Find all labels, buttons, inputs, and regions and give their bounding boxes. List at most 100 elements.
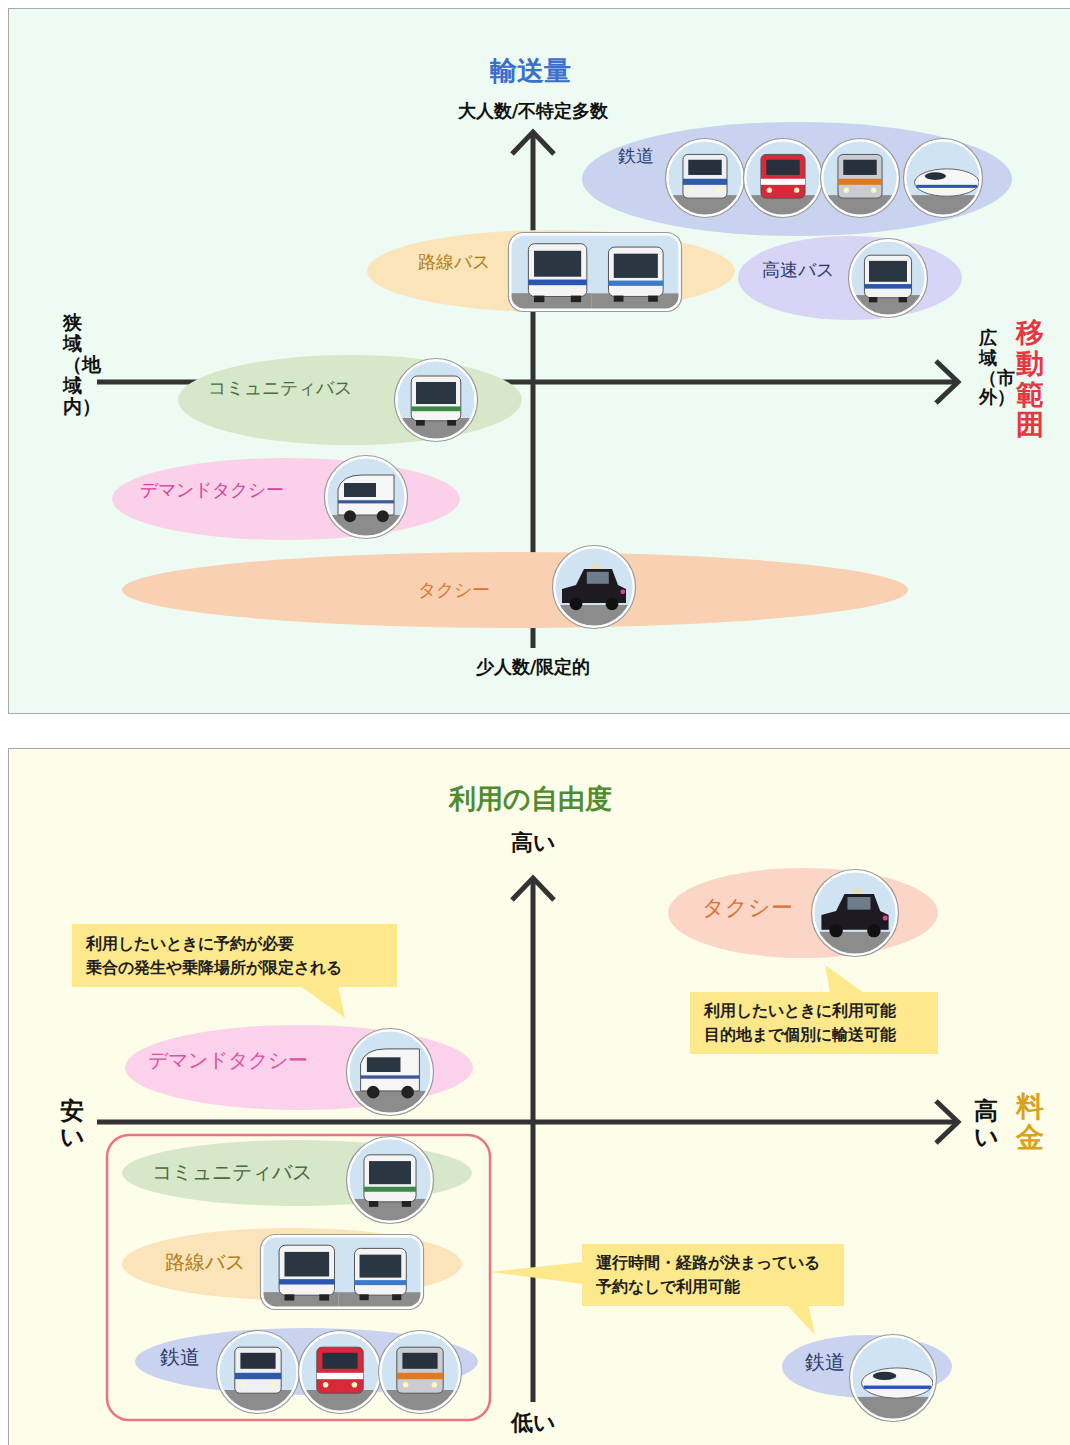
photo-part [905, 195, 981, 233]
photo-part [338, 475, 394, 515]
photo-group [217, 1331, 462, 1431]
ellipse-label: コミュニティバス [152, 1160, 312, 1184]
ellipse-outline [122, 552, 908, 628]
photo-part [392, 1294, 401, 1300]
axis-label: 料金 [1016, 1092, 1044, 1154]
photo-part [864, 1386, 931, 1389]
photo-part [344, 483, 376, 497]
photo-part [411, 406, 461, 411]
axis-arrowhead [512, 132, 554, 154]
photo-frame [666, 139, 745, 218]
photo-frame [813, 871, 897, 955]
vehicle-photo [666, 139, 745, 234]
photo-part [367, 1057, 401, 1072]
vehicle-ellipse: デマンドタクシー [112, 458, 460, 540]
photo-part [377, 510, 389, 522]
photo-part [360, 1294, 369, 1300]
ellipse-label: 鉄道 [805, 1350, 845, 1374]
photo-group [666, 139, 983, 234]
photo-part [925, 172, 946, 180]
vehicle-photo [299, 1331, 382, 1431]
vehicle-photo [217, 1331, 300, 1431]
photo-frame [326, 457, 406, 537]
photo-part [352, 1382, 358, 1388]
photo-frame [850, 240, 926, 316]
callout-text: 運行時間・経路が決まっている 予約なしで利用可能 [596, 1251, 830, 1299]
ellipse-fill [668, 868, 938, 958]
photo-frame [325, 456, 408, 539]
callout-fill [72, 924, 397, 987]
ellipse-label: デマンドタクシー [148, 1048, 308, 1072]
photo-part [235, 1347, 281, 1393]
photo-part [284, 1294, 294, 1300]
panel-ground [9, 749, 1070, 1445]
axis-label: 広域（市外） [979, 328, 997, 407]
photo-part [319, 1294, 329, 1300]
photo-part [608, 281, 663, 286]
photo-frame [822, 140, 898, 216]
photo-part [915, 169, 980, 196]
photo-part [528, 280, 586, 286]
photo-part [847, 897, 870, 910]
photo-part [360, 1255, 402, 1278]
callout-text: 利用したいときに予約が必要 乗合の発生や乗降場所が限定される [86, 932, 383, 980]
photo-frame [744, 139, 823, 218]
photo-group [325, 456, 408, 556]
photo-part [829, 924, 842, 937]
axis-line [97, 1120, 957, 1125]
photo-scene [348, 1030, 432, 1133]
photo-frame [347, 1029, 434, 1116]
ellipse-label: タクシー [418, 579, 490, 601]
callout-tail [490, 1262, 583, 1284]
photo-part [606, 597, 619, 610]
photo-frame [553, 546, 636, 629]
photo-part [317, 1373, 363, 1379]
photo-part [822, 195, 898, 233]
photo-part [361, 1075, 420, 1078]
photo-part [279, 1245, 334, 1295]
photo-part [447, 420, 456, 426]
photo-frame [396, 360, 476, 440]
photo-part [397, 1347, 443, 1393]
photo-frame [812, 870, 899, 957]
ellipse-label: 鉄道 [618, 145, 654, 167]
photo-frame [667, 140, 743, 216]
photo-part [620, 589, 625, 594]
photo-part [683, 154, 727, 198]
vehicle-photo [744, 139, 823, 234]
axis-label: 安い [60, 1098, 84, 1151]
ellipse-label: 路線バス [418, 251, 490, 273]
ellipse-outline [178, 355, 522, 445]
photo-part [767, 188, 772, 193]
photo-frame [821, 139, 900, 218]
photo-group [347, 1029, 434, 1133]
photo-part [534, 296, 544, 303]
ellipse-label: 鉄道 [160, 1345, 200, 1369]
photo-part [916, 185, 977, 188]
photo-part [364, 1187, 416, 1192]
vehicle-photo [261, 1227, 424, 1336]
photo-part [683, 179, 727, 185]
photo-frame [347, 1137, 434, 1224]
photo-part [348, 1091, 432, 1133]
photo-part [402, 1201, 411, 1207]
photo-frame [262, 1236, 422, 1308]
photo-group [347, 1137, 434, 1241]
photo-part [716, 188, 721, 193]
vehicle-ellipse: タクシー [122, 552, 908, 628]
photo-part [850, 295, 926, 333]
photo-group [850, 1335, 937, 1439]
photo-scene [262, 1236, 422, 1308]
photo-part [416, 382, 456, 404]
vehicle-ellipse: 鉄道 [582, 122, 1012, 236]
photo-part [864, 284, 911, 289]
photo-part [300, 1390, 380, 1430]
photo-frame [849, 239, 928, 318]
ellipse-fill [178, 355, 522, 445]
ellipse-label: 路線バス [165, 1250, 245, 1274]
photo-frame [348, 1030, 432, 1114]
callout-fill [582, 1244, 844, 1306]
photo-scene [667, 140, 743, 233]
callout-box: 運行時間・経路が決まっている 予約なしで利用可能 [582, 1244, 844, 1306]
photo-part [322, 1353, 357, 1369]
